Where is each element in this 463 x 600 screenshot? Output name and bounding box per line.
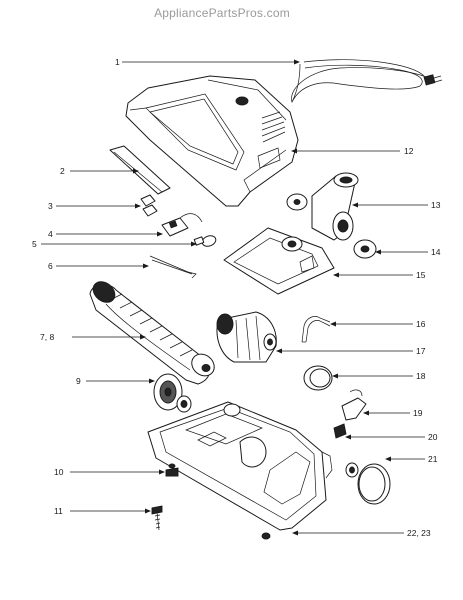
callout-22-23: 22, 23 — [407, 528, 431, 538]
light-socket-part — [161, 213, 203, 237]
callout-10: 10 — [54, 467, 64, 477]
callout-14: 14 — [431, 247, 441, 257]
brush-lever-part — [341, 389, 367, 421]
wheel-part — [153, 373, 192, 413]
motor-part — [216, 311, 277, 363]
base-housing-part — [147, 401, 333, 540]
bumper-strip-part — [109, 145, 171, 195]
callout-11: 11 — [54, 506, 63, 516]
gasket-part — [353, 239, 377, 259]
callout-2: 2 — [60, 166, 65, 176]
brushroll-part — [89, 281, 215, 385]
power-cord-part — [291, 59, 443, 103]
callout-19: 19 — [413, 408, 423, 418]
callout-13: 13 — [431, 200, 441, 210]
callout-6: 6 — [48, 261, 53, 271]
drive-belt-part — [149, 255, 197, 279]
callout-16: 16 — [416, 319, 426, 329]
rear-wheel-part — [345, 462, 391, 505]
leader-lines — [41, 59, 428, 536]
screw-part — [151, 505, 163, 531]
callout-4: 4 — [48, 229, 53, 239]
fan-housing-part — [311, 172, 359, 241]
hood-cover-part — [125, 75, 299, 207]
callout-12: 12 — [404, 146, 414, 156]
floor-clip-part — [165, 467, 179, 477]
callout-21: 21 — [428, 454, 438, 464]
clip-part — [333, 423, 347, 439]
motor-band-part — [303, 365, 333, 391]
motor-clamp-part — [301, 316, 331, 343]
callout-3: 3 — [48, 201, 53, 211]
fan-washer-part — [286, 193, 308, 211]
watermark: AppliancePartsPros.com — [154, 6, 290, 20]
callout-labels: 1 12 2 3 13 4 5 14 6 15 16 7, 8 17 9 18 … — [32, 57, 441, 538]
callout-5: 5 — [32, 239, 37, 249]
callout-7-8: 7, 8 — [40, 332, 54, 342]
callout-15: 15 — [416, 270, 426, 280]
callout-9: 9 — [76, 376, 81, 386]
callout-17: 17 — [416, 346, 426, 356]
light-bulb-part — [193, 235, 217, 247]
lens-clips-part — [140, 194, 158, 217]
callout-20: 20 — [428, 432, 438, 442]
fan-bracket-part — [223, 227, 335, 295]
callout-1: 1 — [115, 57, 120, 67]
callout-18: 18 — [416, 371, 426, 381]
